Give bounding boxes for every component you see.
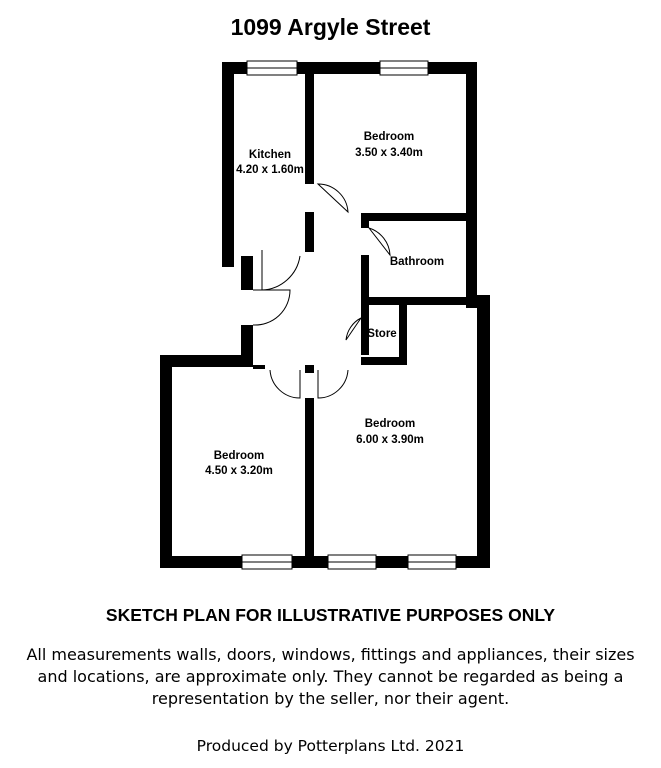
room-labels: Kitchen 4.20 x 1.60m Bedroom 3.50 x 3.40… xyxy=(205,131,444,477)
kitchen-size: 4.20 x 1.60m xyxy=(236,164,304,176)
wall-bathroom-left-a xyxy=(361,213,369,228)
door-bathroom xyxy=(367,227,391,257)
wall-bedrooms-divider xyxy=(305,398,314,561)
plan-title: 1099 Argyle Street xyxy=(230,14,431,40)
door-hall-left xyxy=(252,289,291,326)
wall-bedroom-bathroom xyxy=(361,213,477,221)
inner-walls xyxy=(253,74,477,561)
disclaimer-body: All measurements walls, doors, windows, … xyxy=(26,645,635,708)
bathroom-name: Bathroom xyxy=(390,256,444,268)
bedroom-right-size: 6.00 x 3.90m xyxy=(356,434,424,446)
wall-kitchen-left xyxy=(222,62,234,267)
bedroom-right-name: Bedroom xyxy=(365,418,415,430)
floor-plan: Kitchen 4.20 x 1.60m Bedroom 3.50 x 3.40… xyxy=(160,60,490,570)
bedroom-left-size: 4.50 x 3.20m xyxy=(205,465,273,477)
wall-right xyxy=(477,295,490,567)
outer-walls xyxy=(160,62,490,568)
wall-kitchen-step xyxy=(241,256,253,290)
door-store xyxy=(345,317,362,341)
wall-left xyxy=(160,355,172,567)
wall-top-right xyxy=(466,62,477,308)
wall-hall-bottom-left xyxy=(253,365,265,369)
bedroom-left-name: Bedroom xyxy=(214,450,264,462)
wall-bathroom-bottom xyxy=(361,297,477,305)
door-kitchen xyxy=(261,250,301,291)
door-bedroom-top xyxy=(316,183,349,214)
kitchen-name: Kitchen xyxy=(249,149,291,161)
wall-bedroom-left-top xyxy=(160,355,253,367)
wall-hall-divider xyxy=(305,365,314,373)
bedroom-top-name: Bedroom xyxy=(364,131,414,143)
door-bedroom-left xyxy=(269,369,301,399)
wall-store-right xyxy=(399,305,407,365)
wall-store-bottom xyxy=(361,357,407,365)
wall-kitchen-bedroom xyxy=(305,74,314,184)
wall-kitchen-hall xyxy=(305,212,314,252)
credit-line: Produced by Potterplans Ltd. 2021 xyxy=(196,737,465,755)
bedroom-top-size: 3.50 x 3.40m xyxy=(355,147,423,159)
door-bedroom-right xyxy=(317,369,349,399)
disclaimer-heading: SKETCH PLAN FOR ILLUSTRATIVE PURPOSES ON… xyxy=(105,605,556,625)
doors xyxy=(252,183,391,399)
windows xyxy=(241,60,457,570)
store-name: Store xyxy=(367,328,396,340)
